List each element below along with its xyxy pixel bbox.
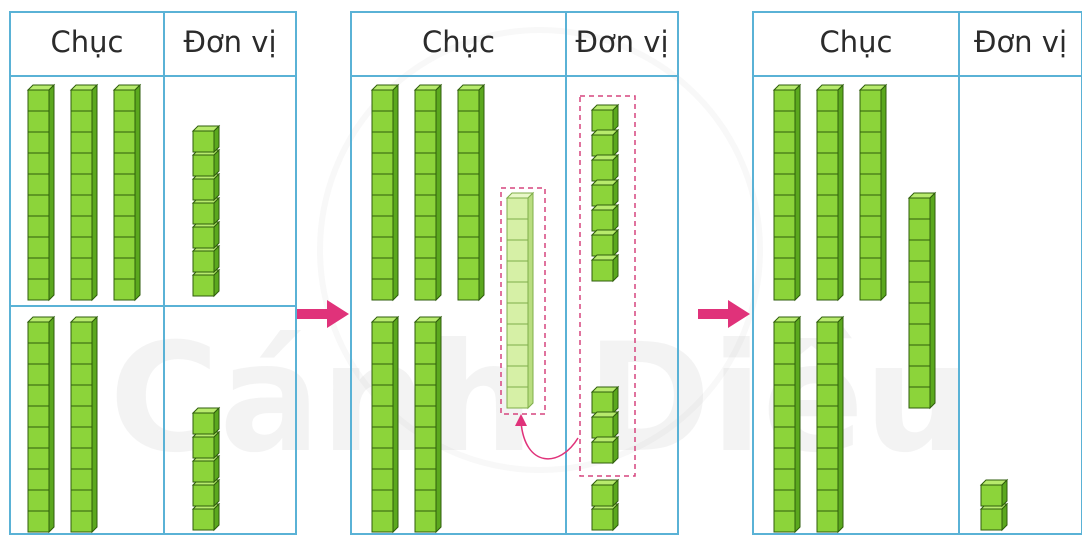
unit-cube bbox=[191, 502, 221, 532]
base-ten-blocks bbox=[26, 83, 1009, 534]
tens-rod bbox=[370, 315, 400, 534]
tens-rod bbox=[815, 315, 845, 534]
unit-cube bbox=[191, 478, 221, 508]
regroup-arrow bbox=[520, 421, 579, 460]
tens-rod bbox=[505, 191, 535, 410]
place-value-tables bbox=[9, 11, 1082, 535]
table-before bbox=[9, 11, 297, 535]
tens-rod bbox=[456, 83, 486, 302]
tens-rod bbox=[772, 83, 802, 302]
header-tens: Chục bbox=[51, 25, 124, 59]
unit-cube bbox=[191, 268, 221, 298]
unit-cube bbox=[191, 148, 221, 178]
tens-rod bbox=[112, 83, 142, 302]
tens-rod bbox=[370, 83, 400, 302]
tens-rod bbox=[26, 83, 56, 302]
unit-cube bbox=[590, 153, 620, 183]
unit-cube bbox=[191, 220, 221, 250]
unit-cube bbox=[191, 172, 221, 202]
header-ones: Đơn vị bbox=[183, 25, 276, 59]
table-frame bbox=[350, 11, 679, 535]
unit-cube bbox=[979, 502, 1009, 532]
unit-cube bbox=[191, 430, 221, 460]
unit-cube bbox=[590, 385, 620, 415]
unit-cube bbox=[191, 196, 221, 226]
tens-rod bbox=[858, 83, 888, 302]
unit-cube bbox=[191, 124, 221, 154]
tens-rod bbox=[69, 83, 99, 302]
unit-cube bbox=[590, 435, 620, 465]
unit-cube bbox=[590, 478, 620, 508]
table-headers: Chục Đơn vị Chục Đơn vị Chục Đơn vị bbox=[51, 25, 1068, 59]
tens-rod bbox=[907, 191, 937, 410]
unit-cube bbox=[590, 203, 620, 233]
tens-rod bbox=[26, 315, 56, 534]
header-tens: Chục bbox=[422, 25, 495, 59]
unit-cube-stack bbox=[590, 478, 620, 532]
tens-rod bbox=[413, 315, 443, 534]
watermark-ring bbox=[317, 27, 763, 473]
unit-cube bbox=[979, 478, 1009, 508]
unit-cube bbox=[590, 253, 620, 283]
grouped-unit-cubes bbox=[590, 103, 620, 465]
unit-cube bbox=[590, 410, 620, 440]
regroup-arrow-head bbox=[515, 414, 527, 426]
arrow-step-2 bbox=[698, 300, 750, 328]
unit-cube bbox=[191, 406, 221, 436]
tens-rod bbox=[815, 83, 845, 302]
arrows bbox=[297, 300, 750, 460]
unit-cube bbox=[590, 502, 620, 532]
arrow-step-1 bbox=[297, 300, 349, 328]
table-after bbox=[752, 11, 1082, 535]
unit-cube bbox=[590, 228, 620, 258]
header-ones: Đơn vị bbox=[974, 25, 1067, 59]
table-regroup bbox=[350, 11, 679, 535]
table-frame bbox=[752, 11, 1082, 535]
unit-cube bbox=[191, 244, 221, 274]
grouped-dashed-box bbox=[579, 95, 636, 477]
unit-cube-stack bbox=[191, 124, 221, 298]
unit-cube-stack bbox=[191, 406, 221, 532]
tens-rod bbox=[772, 315, 802, 534]
unit-cube bbox=[590, 128, 620, 158]
header-tens: Chục bbox=[820, 25, 893, 59]
unit-cube bbox=[590, 178, 620, 208]
new-ten-dashed-box bbox=[500, 187, 546, 415]
unit-cube-stack bbox=[979, 478, 1009, 532]
unit-cube bbox=[191, 454, 221, 484]
table-frame bbox=[9, 11, 297, 535]
header-ones: Đơn vị bbox=[575, 25, 668, 59]
tens-rod bbox=[69, 315, 99, 534]
tens-rod bbox=[413, 83, 443, 302]
unit-cube bbox=[590, 103, 620, 133]
